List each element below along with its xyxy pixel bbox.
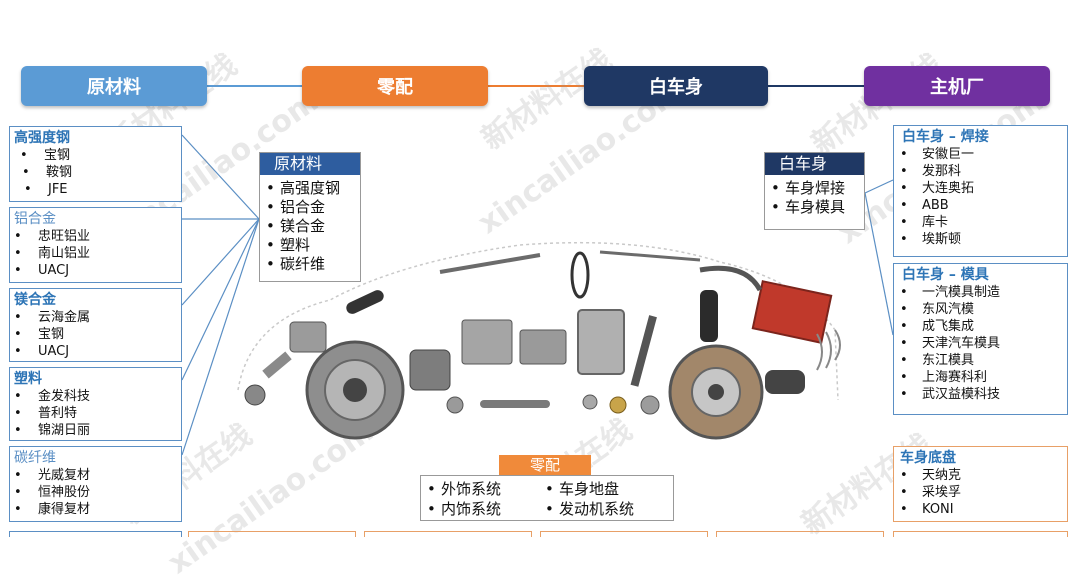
group-carbon-fiber: 碳纤维 光威复材 恒神股份 康得复材 — [9, 446, 182, 522]
panel-title: 白车身 — [765, 153, 864, 175]
list-item: 塑料 — [266, 236, 360, 255]
diagram-canvas: 新材料在线 xincailiao.com 新材料在线 xincailiao.co… — [0, 0, 1080, 536]
list-item: 康得复材 — [14, 501, 181, 518]
bottom-box-edge — [893, 531, 1068, 537]
group-title: 铝合金 — [14, 211, 56, 227]
list-item: ABB — [900, 197, 1067, 214]
group-title: 白车身 – 焊接 — [902, 129, 989, 145]
list-item: KONI — [900, 501, 1067, 518]
list-item: 外饰系统 — [427, 480, 501, 499]
list-item: 锦湖日丽 — [14, 422, 181, 439]
list-item: 碳纤维 — [266, 255, 360, 274]
group-title: 车身底盘 — [900, 450, 956, 466]
list-item: 车身地盘 — [545, 480, 619, 499]
list-item: 车身模具 — [771, 198, 864, 217]
bottom-box-edge — [364, 531, 532, 537]
list-item: 金发科技 — [14, 388, 181, 405]
group-magnesium-alloy: 镁合金 云海金属 宝钢 UACJ — [9, 288, 182, 362]
list-item: 一汽模具制造 — [900, 284, 1067, 301]
list-item: 发那科 — [900, 163, 1067, 180]
header-parts: 零配 — [302, 66, 488, 106]
center-body-in-white-box: 白车身 车身焊接 车身模具 — [764, 152, 865, 230]
center-raw-materials-box: 原材料 高强度钢 铝合金 镁合金 塑料 碳纤维 — [259, 152, 361, 282]
list-item: UACJ — [14, 262, 181, 279]
list-item: 宝钢 — [14, 326, 181, 343]
group-title: 高强度钢 — [14, 130, 70, 146]
bottom-box-edge — [716, 531, 884, 537]
list-item: 安徽巨一 — [900, 146, 1067, 163]
list-item: 库卡 — [900, 214, 1067, 231]
car-parts-illustration — [237, 241, 841, 440]
bottom-box-edge — [9, 531, 182, 537]
group-title: 塑料 — [14, 371, 42, 387]
list-item: 东风汽模 — [900, 301, 1067, 318]
group-title: 碳纤维 — [14, 450, 56, 466]
center-parts-box: 外饰系统 车身地盘 内饰系统 发动机系统 — [420, 475, 674, 521]
list-item: 南山铝业 — [14, 245, 181, 262]
list-item: 大连奥拓 — [900, 180, 1067, 197]
list-item: 普利特 — [14, 405, 181, 422]
list-item: 车身焊接 — [771, 179, 864, 198]
parts-panel-title: 零配 — [499, 455, 591, 475]
bottom-box-edge — [188, 531, 356, 537]
group-biw-welding: 白车身 – 焊接 安徽巨一 发那科 大连奥拓 ABB 库卡 埃斯顿 — [893, 125, 1068, 257]
header-raw-materials: 原材料 — [21, 66, 207, 106]
list-item: 内饰系统 — [427, 500, 501, 519]
list-item: 镁合金 — [266, 217, 360, 236]
group-plastics: 塑料 金发科技 普利特 锦湖日丽 — [9, 367, 182, 441]
group-high-strength-steel: 高强度钢 宝钢 鞍钢 JFE — [9, 126, 182, 202]
list-item: JFE — [14, 181, 181, 198]
header-body-in-white: 白车身 — [584, 66, 768, 106]
list-item: UACJ — [14, 343, 181, 360]
header-oem: 主机厂 — [864, 66, 1050, 106]
bottom-box-edge — [540, 531, 708, 537]
panel-title: 原材料 — [260, 153, 360, 175]
list-item: 发动机系统 — [545, 500, 634, 519]
list-item: 铝合金 — [266, 198, 360, 217]
list-item: 宝钢 — [14, 147, 181, 164]
group-aluminum-alloy: 铝合金 忠旺铝业 南山铝业 UACJ — [9, 207, 182, 283]
group-title: 镁合金 — [14, 292, 56, 308]
list-item: 云海金属 — [14, 309, 181, 326]
list-item: 埃斯顿 — [900, 231, 1067, 248]
list-item: 忠旺铝业 — [14, 228, 181, 245]
group-chassis: 车身底盘 天纳克 采埃孚 KONI — [893, 446, 1068, 522]
list-item: 恒神股份 — [14, 484, 181, 501]
connector-lines — [181, 85, 894, 456]
group-title: 白车身 – 模具 — [902, 267, 989, 283]
list-item: 天津汽车模具 — [900, 335, 1067, 352]
list-item: 东江模具 — [900, 352, 1067, 369]
list-item: 武汉益模科技 — [900, 386, 1067, 403]
list-item: 采埃孚 — [900, 484, 1067, 501]
list-item: 上海赛科利 — [900, 369, 1067, 386]
list-item: 高强度钢 — [266, 179, 360, 198]
list-item: 鞍钢 — [14, 164, 181, 181]
list-item: 光威复材 — [14, 467, 181, 484]
list-item: 天纳克 — [900, 467, 1067, 484]
group-biw-molds: 白车身 – 模具 一汽模具制造 东风汽模 成飞集成 天津汽车模具 东江模具 上海… — [893, 263, 1068, 415]
list-item: 成飞集成 — [900, 318, 1067, 335]
